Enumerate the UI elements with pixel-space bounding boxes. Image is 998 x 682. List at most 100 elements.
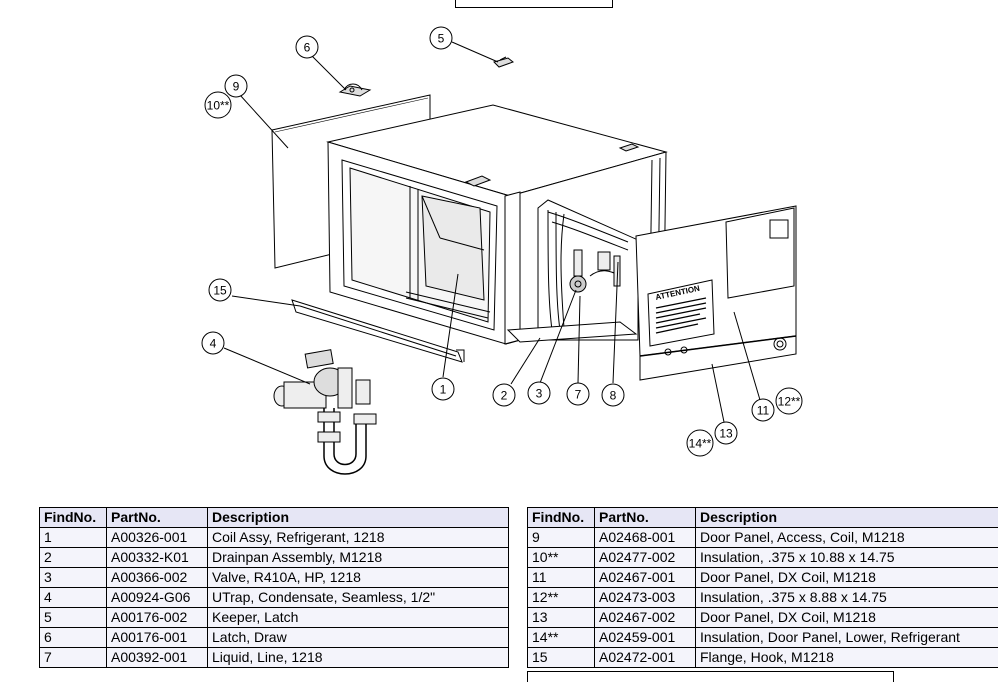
header-find-no: FindNo. <box>40 508 107 528</box>
table-row: 1 A00326-001 Coil Assy, Refrigerant, 121… <box>40 528 509 548</box>
header-part-no: PartNo. <box>107 508 208 528</box>
table-row: 4 A00924-G06 UTrap, Condensate, Seamless… <box>40 588 509 608</box>
find-no-cell: 9 <box>528 528 595 548</box>
description-cell: Door Panel, DX Coil, M1218 <box>696 568 998 588</box>
find-no-cell: 5 <box>40 608 107 628</box>
description-cell: Door Panel, DX Coil, M1218 <box>696 608 998 628</box>
header-part-no: PartNo. <box>595 508 696 528</box>
part-no-cell: A02477-002 <box>595 548 696 568</box>
description-cell: Coil Assy, Refrigerant, 1218 <box>208 528 509 548</box>
callout-15: 15 <box>209 279 231 301</box>
find-no-cell: 13 <box>528 608 595 628</box>
parts-table-right: FindNo. PartNo. Description 9 A02468-001… <box>527 507 998 668</box>
find-no-cell: 7 <box>40 648 107 668</box>
header-description: Description <box>696 508 998 528</box>
callout-11: 11 <box>752 399 774 421</box>
svg-text:3: 3 <box>536 387 543 401</box>
callout-2: 2 <box>493 384 515 406</box>
part-no-cell: A00924-G06 <box>107 588 208 608</box>
header-find-no: FindNo. <box>528 508 595 528</box>
find-no-cell: 12** <box>528 588 595 608</box>
part-no-cell: A02473-003 <box>595 588 696 608</box>
table-row: 12** A02473-003 Insulation, .375 x 8.88 … <box>528 588 998 608</box>
description-cell: Door Panel, Access, Coil, M1218 <box>696 528 998 548</box>
part-no-cell: A02467-002 <box>595 608 696 628</box>
cropped-box-outline <box>527 671 894 682</box>
description-cell: Valve, R410A, HP, 1218 <box>208 568 509 588</box>
svg-text:4: 4 <box>210 337 217 351</box>
header-description: Description <box>208 508 509 528</box>
utrap-4 <box>274 350 376 474</box>
table-row: 11 A02467-001 Door Panel, DX Coil, M1218 <box>528 568 998 588</box>
callout-14: 14** <box>687 430 713 456</box>
table-row: 15 A02472-001 Flange, Hook, M1218 <box>528 648 998 668</box>
part-no-cell: A00176-002 <box>107 608 208 628</box>
svg-text:5: 5 <box>438 32 445 46</box>
callout-6: 6 <box>296 36 318 58</box>
part-no-cell: A00176-001 <box>107 628 208 648</box>
table-row: 5 A00176-002 Keeper, Latch <box>40 608 509 628</box>
svg-text:14**: 14** <box>689 437 712 451</box>
callout-12: 12** <box>776 388 802 414</box>
callout-4: 4 <box>202 332 224 354</box>
description-cell: Latch, Draw <box>208 628 509 648</box>
description-cell: Keeper, Latch <box>208 608 509 628</box>
table-row: 9 A02468-001 Door Panel, Access, Coil, M… <box>528 528 998 548</box>
svg-text:6: 6 <box>304 41 311 55</box>
table-row: 7 A00392-001 Liquid, Line, 1218 <box>40 648 509 668</box>
svg-text:11: 11 <box>757 404 770 418</box>
find-no-cell: 14** <box>528 628 595 648</box>
description-cell: Insulation, Door Panel, Lower, Refrigera… <box>696 628 998 648</box>
table-row: 14** A02459-001 Insulation, Door Panel, … <box>528 628 998 648</box>
find-no-cell: 15 <box>528 648 595 668</box>
description-cell: Insulation, .375 x 10.88 x 14.75 <box>696 548 998 568</box>
svg-text:10**: 10** <box>207 99 230 113</box>
part-no-cell: A02459-001 <box>595 628 696 648</box>
callout-5: 5 <box>430 27 452 49</box>
find-no-cell: 2 <box>40 548 107 568</box>
table-row: 6 A00176-001 Latch, Draw <box>40 628 509 648</box>
table-header-row: FindNo. PartNo. Description <box>528 508 998 528</box>
callout-3: 3 <box>528 382 550 404</box>
callout-10: 10** <box>205 92 231 118</box>
part-no-cell: A00366-002 <box>107 568 208 588</box>
svg-text:7: 7 <box>575 388 582 402</box>
find-no-cell: 10** <box>528 548 595 568</box>
find-no-cell: 3 <box>40 568 107 588</box>
part-no-cell: A00392-001 <box>107 648 208 668</box>
svg-text:1: 1 <box>440 383 447 397</box>
description-cell: Drainpan Assembly, M1218 <box>208 548 509 568</box>
access-door-11-13: ATTENTION <box>636 206 796 380</box>
find-no-cell: 11 <box>528 568 595 588</box>
table-row: 10** A02477-002 Insulation, .375 x 10.88… <box>528 548 998 568</box>
table-row: 13 A02467-002 Door Panel, DX Coil, M1218 <box>528 608 998 628</box>
callout-1: 1 <box>432 378 454 400</box>
part-no-cell: A02467-001 <box>595 568 696 588</box>
svg-text:8: 8 <box>610 389 617 403</box>
svg-text:13: 13 <box>719 427 733 441</box>
callout-13: 13 <box>715 422 737 444</box>
callout-9: 9 <box>225 75 247 97</box>
part-no-cell: A02472-001 <box>595 648 696 668</box>
exploded-parts-diagram: ATTENTION <box>0 0 998 500</box>
svg-text:12**: 12** <box>778 395 801 409</box>
latch-6 <box>340 84 370 96</box>
part-no-cell: A00332-K01 <box>107 548 208 568</box>
description-cell: Insulation, .375 x 8.88 x 14.75 <box>696 588 998 608</box>
callout-7: 7 <box>567 383 589 405</box>
table-header-row: FindNo. PartNo. Description <box>40 508 509 528</box>
part-no-cell: A00326-001 <box>107 528 208 548</box>
description-cell: Liquid, Line, 1218 <box>208 648 509 668</box>
description-cell: Flange, Hook, M1218 <box>696 648 998 668</box>
description-cell: UTrap, Condensate, Seamless, 1/2" <box>208 588 509 608</box>
table-row: 3 A00366-002 Valve, R410A, HP, 1218 <box>40 568 509 588</box>
parts-table-left: FindNo. PartNo. Description 1 A00326-001… <box>39 507 509 668</box>
svg-text:2: 2 <box>501 389 508 403</box>
table-row: 2 A00332-K01 Drainpan Assembly, M1218 <box>40 548 509 568</box>
svg-text:9: 9 <box>233 80 240 94</box>
find-no-cell: 1 <box>40 528 107 548</box>
find-no-cell: 6 <box>40 628 107 648</box>
svg-text:15: 15 <box>213 284 227 298</box>
part-no-cell: A02468-001 <box>595 528 696 548</box>
find-no-cell: 4 <box>40 588 107 608</box>
